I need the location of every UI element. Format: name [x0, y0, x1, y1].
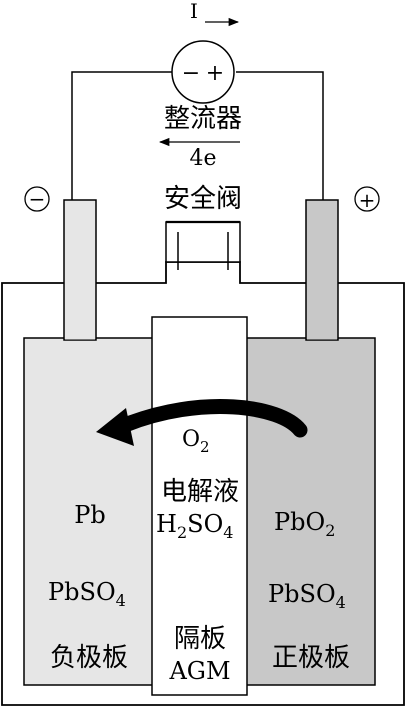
wire-right — [236, 71, 324, 200]
current-label: I — [190, 0, 198, 23]
electrolyte-formula: H2SO4 — [156, 510, 233, 542]
positive-material-pbo2: PbO2 — [274, 508, 335, 540]
safety-valve — [165, 221, 241, 263]
negative-material-pbso4: PbSO4 — [48, 578, 126, 610]
oxygen-flow-arrow — [117, 399, 308, 438]
separator-agm — [151, 316, 248, 696]
oxygen-arrow-head — [96, 408, 134, 446]
rectifier-label: 整流器 — [164, 104, 242, 134]
negative-terminal-symbol — [24, 186, 50, 212]
positive-plate-label: 正极板 — [272, 643, 350, 673]
separator-label-line2: AGM — [168, 657, 230, 685]
positive-sign: + — [359, 188, 376, 212]
negative-plate — [23, 337, 155, 686]
rectifier-plus-sign: + — [206, 61, 224, 86]
negative-terminal-post — [63, 199, 97, 341]
positive-plate — [244, 337, 376, 686]
electron-label: 4e — [189, 146, 216, 171]
rectifier-symbol — [171, 40, 235, 104]
negative-sign: − — [29, 187, 46, 211]
positive-terminal-post — [305, 199, 339, 341]
wire-left — [71, 71, 172, 200]
negative-plate-label: 负极板 — [50, 643, 128, 673]
separator-label-line1: 隔板 — [174, 624, 226, 654]
electrolyte-label: 电解液 — [161, 477, 239, 507]
rectifier-minus-sign: − — [182, 61, 200, 86]
valve-label: 安全阀 — [164, 184, 242, 214]
positive-terminal-symbol — [354, 186, 380, 212]
positive-material-pbso4: PbSO4 — [268, 580, 346, 612]
negative-material-pb: Pb — [74, 501, 106, 529]
oxygen-label: O2 — [182, 427, 210, 456]
